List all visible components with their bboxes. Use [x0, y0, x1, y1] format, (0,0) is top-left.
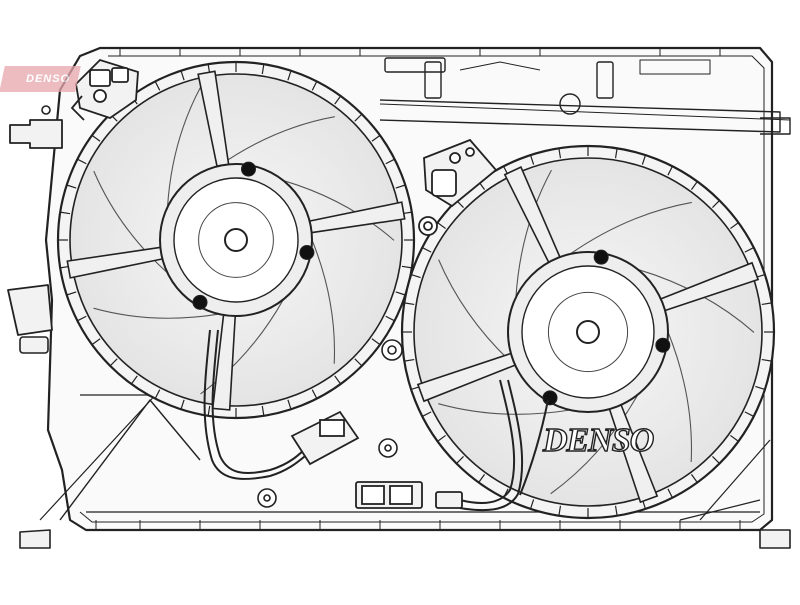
watermark-text: DENSO	[26, 73, 71, 85]
fan-blade	[93, 307, 220, 319]
fan-blade	[283, 180, 395, 241]
fan-blades	[93, 85, 395, 395]
fan-blade	[200, 299, 284, 395]
fan-blade	[438, 403, 571, 415]
fan-shaft	[576, 320, 600, 344]
fan-ring-teeth	[402, 146, 774, 518]
fan-blade	[667, 331, 693, 463]
motor-rim	[547, 291, 629, 373]
wiring-harness	[203, 329, 549, 512]
left-fan	[56, 60, 416, 420]
fan-shaft	[224, 228, 248, 252]
right-fan	[400, 144, 776, 520]
watermark-logo: DENSO	[0, 66, 81, 92]
motor-bolts	[192, 161, 315, 310]
mounting-bolts	[41, 105, 403, 508]
fan-blade	[515, 169, 552, 298]
fan-blade	[218, 116, 335, 167]
control-module	[70, 58, 139, 121]
fan-blade	[550, 394, 639, 495]
fan-blade	[93, 170, 168, 274]
motor-connector-upper	[418, 138, 498, 236]
brand-label: DENSO	[542, 421, 655, 459]
motor-rim	[198, 202, 274, 278]
fan-blade	[166, 85, 202, 208]
fan-blade	[569, 201, 692, 255]
plug-connectors	[290, 410, 463, 509]
motor-bolts	[542, 249, 671, 406]
fan-blade	[311, 239, 336, 364]
fan-ring-teeth	[58, 62, 414, 418]
